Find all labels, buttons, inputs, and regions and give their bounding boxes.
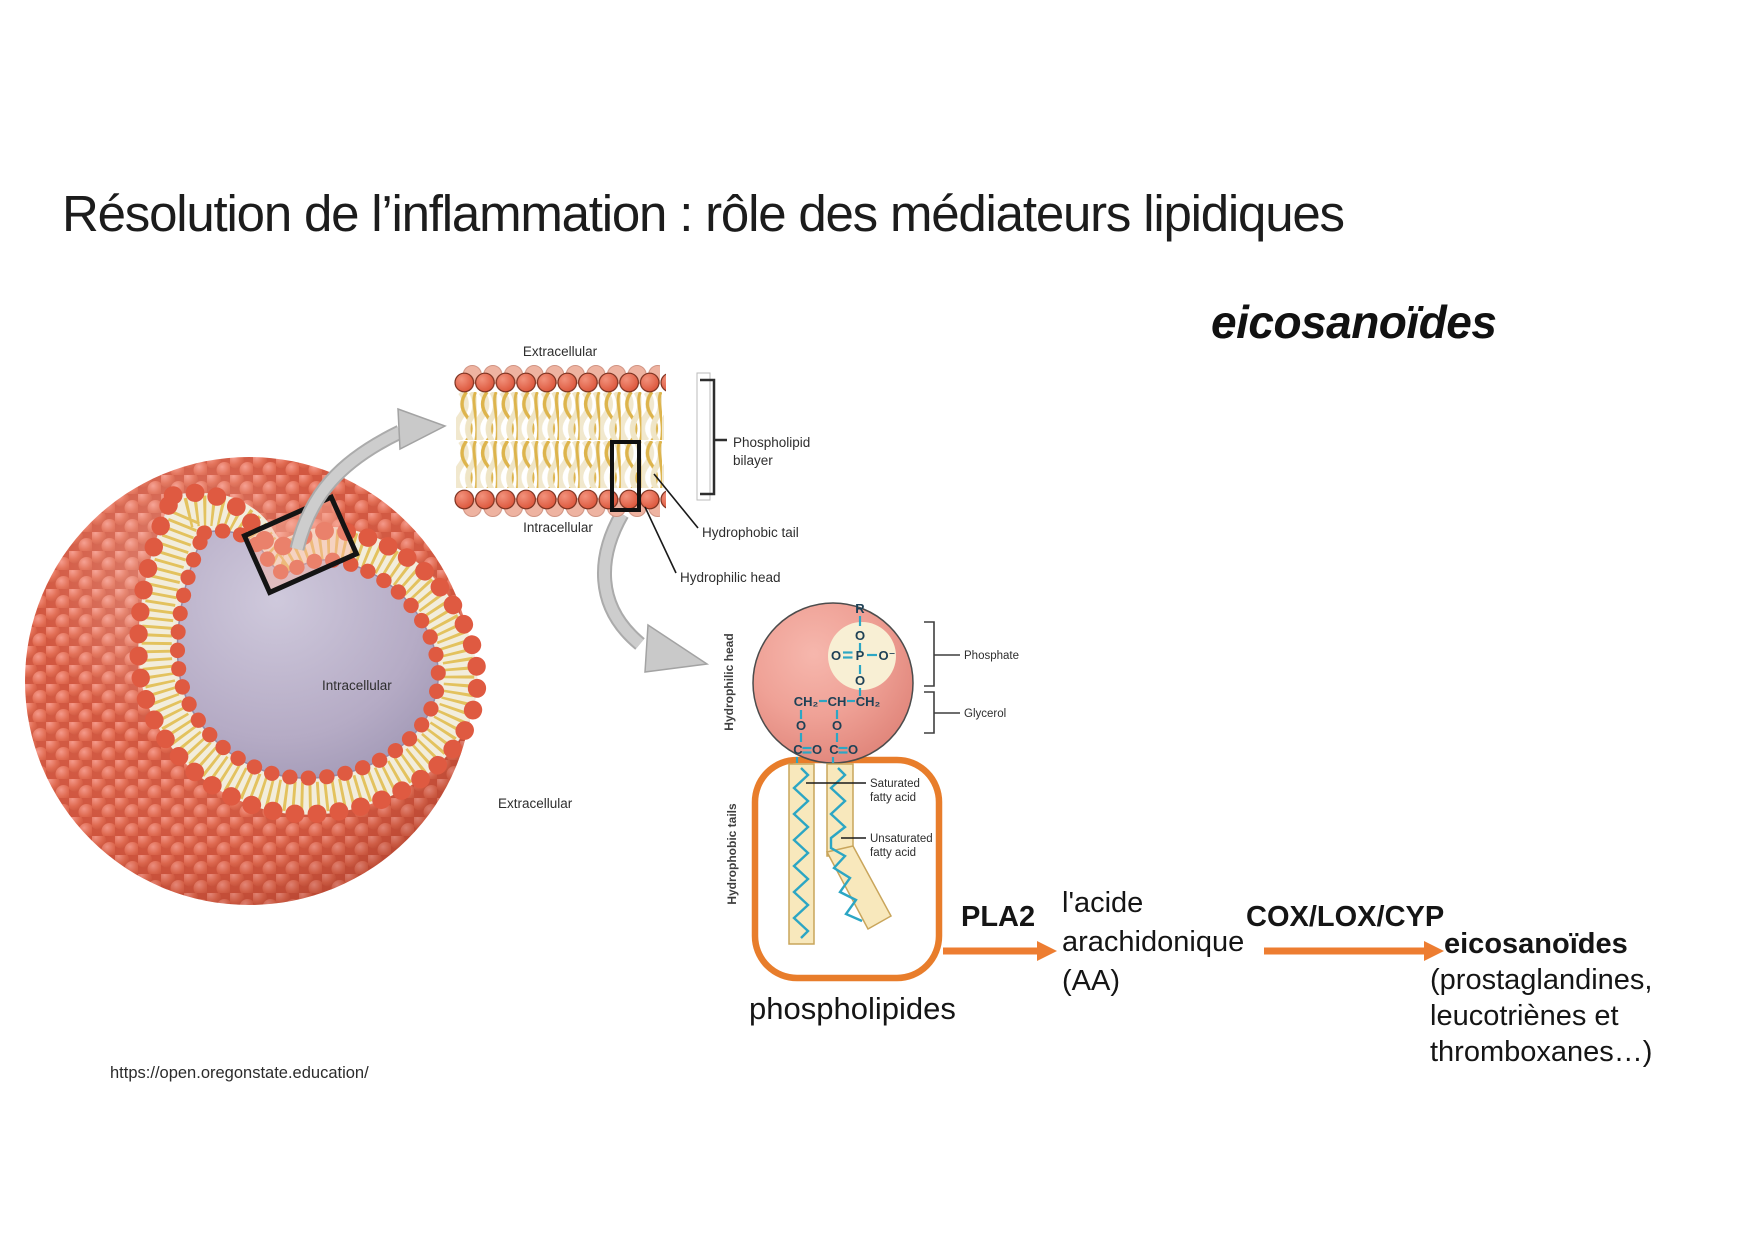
arachidonic-acid-line2: arachidonique — [1062, 926, 1245, 958]
eicosanoides-keyword: eicosanoïdes — [1211, 296, 1497, 348]
product-detail-line2: leucotriènes et — [1430, 1000, 1619, 1032]
atom-p: P — [856, 648, 865, 663]
phosphate-label: Phosphate — [964, 650, 1019, 662]
bilayer-highlight-box — [610, 440, 641, 512]
group-ch2: CH₂ — [856, 694, 881, 709]
arachidonic-acid-line3: (AA) — [1062, 965, 1120, 997]
pathway-arrow-pla2 — [943, 941, 1057, 961]
bilayer-intracellular-label: Intracellular — [523, 520, 593, 535]
bilayer-heads-bottom — [454, 489, 666, 511]
zoom-arrow-bilayer-to-molecule — [597, 510, 710, 673]
enzyme-pla2-label: PLA2 — [961, 901, 1036, 933]
saturated-fatty-acid-label-line2: fatty acid — [870, 792, 916, 804]
group-ch2: CH₂ — [794, 694, 819, 709]
group-ch: CH — [828, 694, 847, 709]
atom-o: O — [855, 673, 865, 688]
phosphate-highlight-circle — [828, 622, 896, 690]
atom-o: O — [831, 648, 841, 663]
bilayer-bracket-label-line1: Phospholipid — [733, 435, 810, 450]
zoom-arrow-liposome-to-bilayer — [289, 407, 447, 551]
eicosanoides-product-block: eicosanoïdes (prostaglandines, leucotriè… — [1430, 926, 1652, 1070]
liposome-intracellular-label: Intracellular — [322, 678, 392, 693]
liposome-extracellular-label: Extracellular — [498, 796, 573, 811]
product-detail-line1: (prostaglandines, — [1430, 964, 1653, 996]
source-url: https://open.oregonstate.education/ — [110, 1064, 369, 1082]
molecule-head-circle — [752, 602, 914, 764]
hydrophobic-tail-label: Hydrophobic tail — [702, 525, 799, 540]
atom-r: R — [855, 601, 865, 616]
molecule-hydrophobic-tails-label: Hydrophobic tails — [725, 803, 739, 905]
atom-o: O — [848, 742, 858, 757]
saturated-fatty-acid-label-line1: Saturated — [870, 778, 920, 790]
atom-o-minus: O⁻ — [879, 648, 896, 663]
enzyme-cox-lox-cyp-label: COX/LOX/CYP — [1246, 901, 1445, 933]
unsaturated-fatty-acid-label-line1: Unsaturated — [870, 833, 933, 845]
product-detail-line3: thromboxanes…) — [1430, 1036, 1653, 1068]
arachidonic-acid-label: l'acide arachidonique (AA) — [1062, 884, 1244, 1001]
bilayer-extracellular-label: Extracellular — [523, 344, 598, 359]
product-name: eicosanoïdes — [1444, 928, 1628, 960]
slide-title: Résolution de l’inflammation : rôle des … — [62, 185, 1345, 242]
atom-o: O — [812, 742, 822, 757]
phospholipid-molecule: R O O P O⁻ O CH₂ CH CH₂ O O C O C O Phos… — [722, 601, 1019, 982]
glycerol-label: Glycerol — [964, 708, 1006, 720]
bilayer-bracket — [700, 378, 716, 496]
liposome-illustration: Intracellular Extracellular — [25, 457, 573, 905]
atom-o: O — [796, 718, 806, 733]
arachidonic-acid-line1: l'acide — [1062, 887, 1144, 919]
phospholipids-label: phospholipides — [749, 991, 956, 1026]
atom-c: C — [793, 742, 803, 757]
bilayer-diagram: Extracellular Intracellular Phospholipid… — [454, 344, 810, 585]
atom-c: C — [829, 742, 839, 757]
unsaturated-fatty-acid-label-line2: fatty acid — [870, 847, 916, 859]
saturated-tail-band — [788, 763, 815, 945]
atom-o: O — [832, 718, 842, 733]
bilayer-heads-top — [454, 372, 666, 394]
molecule-hydrophilic-head-label: Hydrophilic head — [722, 633, 736, 730]
atom-o: O — [855, 628, 865, 643]
bilayer-bracket-label-line2: bilayer — [733, 453, 773, 468]
hydrophilic-head-label: Hydrophilic head — [680, 570, 781, 585]
pathway-arrow-cox — [1264, 941, 1444, 961]
